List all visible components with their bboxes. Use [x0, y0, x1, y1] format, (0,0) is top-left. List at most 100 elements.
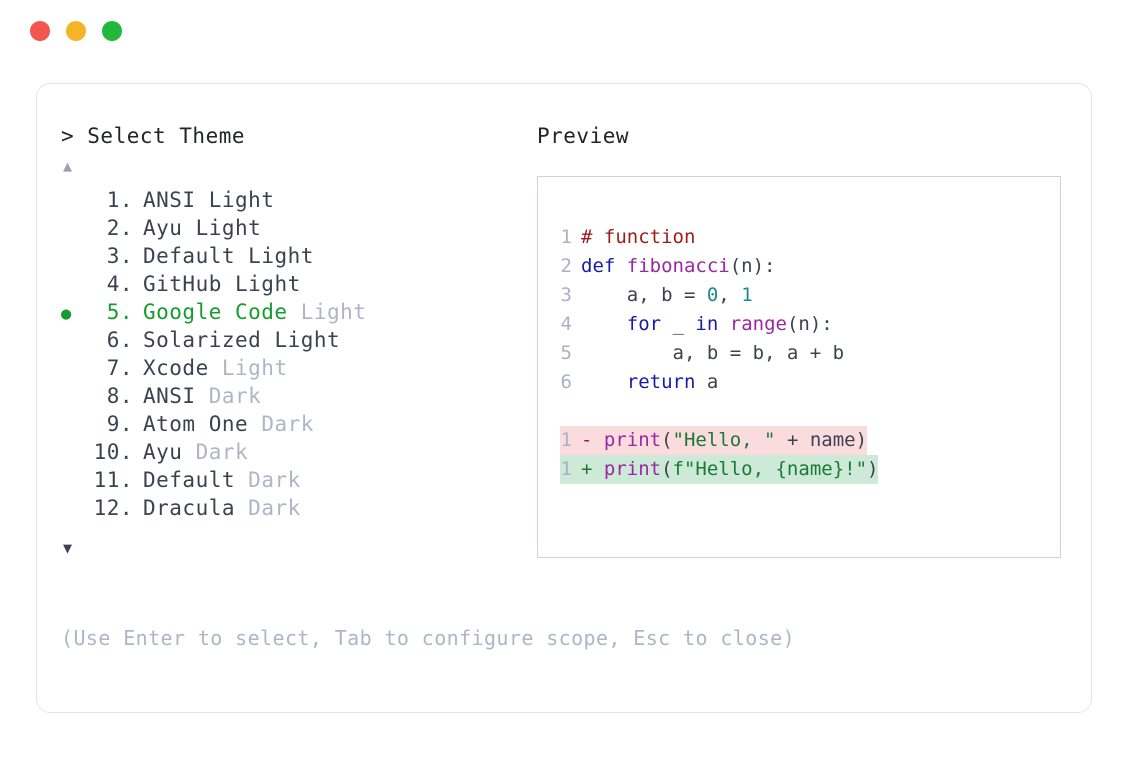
- code-token: (: [661, 458, 673, 480]
- theme-variant: Dark: [195, 440, 249, 464]
- selected-bullet-icon: ●: [61, 304, 72, 324]
- code-line: 1 # function: [560, 223, 1060, 252]
- theme-name: Ayu: [143, 216, 183, 240]
- theme-list-item[interactable]: 2. Ayu Light: [61, 214, 531, 242]
- line-number: 5: [560, 342, 572, 364]
- theme-name-space: [288, 298, 301, 326]
- theme-name: Ayu: [143, 440, 183, 464]
- theme-name-space: [182, 214, 195, 242]
- theme-variant: Light: [300, 300, 367, 324]
- diff-line-content: 1- print("Hello, " + name): [560, 426, 868, 455]
- theme-name: Dracula: [143, 496, 236, 520]
- code-token: def: [581, 255, 627, 277]
- theme-name-space: [222, 270, 235, 298]
- code-token: f"Hello, {name}!": [672, 458, 868, 480]
- theme-variant: Light: [221, 356, 288, 380]
- window-titlebar: [0, 0, 1129, 62]
- minimize-button-dot[interactable]: [66, 21, 86, 41]
- code-token: [581, 371, 627, 393]
- theme-name-space: [182, 438, 195, 466]
- theme-index: 11.: [93, 468, 133, 492]
- code-token: "Hello, ": [672, 429, 776, 451]
- code-token: print: [603, 458, 662, 480]
- theme-name: ANSI: [143, 384, 196, 408]
- line-number: 1: [560, 458, 572, 480]
- code-token: (n):: [729, 255, 776, 277]
- diff-marker: -: [581, 429, 604, 451]
- theme-name: ANSI: [143, 188, 196, 212]
- theme-variant: Light: [208, 188, 275, 212]
- theme-list-item[interactable]: 1. ANSI Light: [61, 186, 531, 214]
- theme-list-item[interactable]: 10. Ayu Dark: [61, 438, 531, 466]
- code-token: + name): [775, 429, 868, 451]
- theme-index: 12.: [93, 496, 133, 520]
- theme-name: Default: [143, 468, 236, 492]
- code-token: # function: [581, 226, 696, 248]
- code-token: _: [661, 313, 696, 335]
- close-button-dot[interactable]: [30, 21, 50, 41]
- theme-name-space: [209, 354, 222, 382]
- theme-list-item[interactable]: 6.Solarized Light: [61, 326, 531, 354]
- code-token: return: [626, 371, 696, 393]
- code-blank-line: [560, 397, 1060, 426]
- theme-list-item[interactable]: 9. Atom One Dark: [61, 410, 531, 438]
- line-number: 2: [560, 255, 572, 277]
- code-line: 4 for _ in range(n):: [560, 310, 1060, 339]
- theme-variant: Light: [195, 216, 262, 240]
- theme-name-space: [235, 494, 248, 522]
- diff-line-content: 1+ print(f"Hello, {name}!"): [560, 455, 879, 484]
- theme-name-space: [235, 242, 248, 270]
- theme-name: Atom One: [143, 412, 249, 436]
- code-token: 1: [741, 284, 753, 306]
- theme-list-item[interactable]: ●5.Google Code Light: [61, 298, 531, 326]
- theme-variant: Light: [235, 272, 301, 296]
- scroll-down-arrow-icon[interactable]: ▼: [63, 539, 73, 557]
- code-token: a, b = b, a + b: [581, 342, 845, 364]
- scroll-up-arrow-icon[interactable]: ▲: [63, 157, 73, 175]
- code-token: ,: [718, 284, 742, 306]
- line-number: 6: [560, 371, 572, 393]
- theme-index: 3.: [106, 244, 133, 268]
- theme-name-space: [235, 466, 248, 494]
- theme-index: 6.: [106, 328, 133, 352]
- theme-index: 9.: [106, 412, 133, 436]
- theme-index: 4.: [106, 272, 133, 296]
- theme-list-item[interactable]: 8.ANSI Dark: [61, 382, 531, 410]
- theme-variant: Light: [248, 244, 314, 268]
- line-number: 4: [560, 313, 572, 335]
- line-number: 1: [560, 429, 572, 451]
- theme-index: 10.: [93, 440, 133, 464]
- code-token: in: [695, 313, 719, 335]
- code-token: a: [695, 371, 719, 393]
- theme-list-item[interactable]: 4. GitHub Light: [61, 270, 531, 298]
- theme-variant: Dark: [248, 468, 301, 492]
- maximize-button-dot[interactable]: [102, 21, 122, 41]
- theme-variant: Dark: [208, 384, 262, 408]
- theme-list-item[interactable]: 11. Default Dark: [61, 466, 531, 494]
- theme-list-item[interactable]: 12.Dracula Dark: [61, 494, 531, 522]
- theme-list-item[interactable]: 7.Xcode Light: [61, 354, 531, 382]
- code-token: [718, 313, 729, 335]
- theme-variant: Dark: [261, 412, 314, 436]
- theme-name-space: [196, 382, 209, 410]
- code-token: 0: [706, 284, 719, 306]
- theme-name-space: [248, 410, 261, 438]
- theme-index: 2.: [106, 216, 133, 240]
- theme-list-item[interactable]: 3.Default Light: [61, 242, 531, 270]
- theme-index: 1.: [106, 188, 133, 212]
- theme-name: GitHub: [143, 272, 222, 296]
- theme-name-space: [196, 186, 209, 214]
- line-number: 1: [560, 226, 572, 248]
- code-line: 6 return a: [560, 368, 1060, 397]
- diff-line-del: 1- print("Hello, " + name): [560, 426, 1060, 455]
- keyboard-hint: (Use Enter to select, Tab to configure s…: [61, 626, 796, 650]
- code-token: for: [626, 313, 662, 335]
- preview-title: Preview: [537, 124, 630, 148]
- code-token: (: [661, 429, 673, 451]
